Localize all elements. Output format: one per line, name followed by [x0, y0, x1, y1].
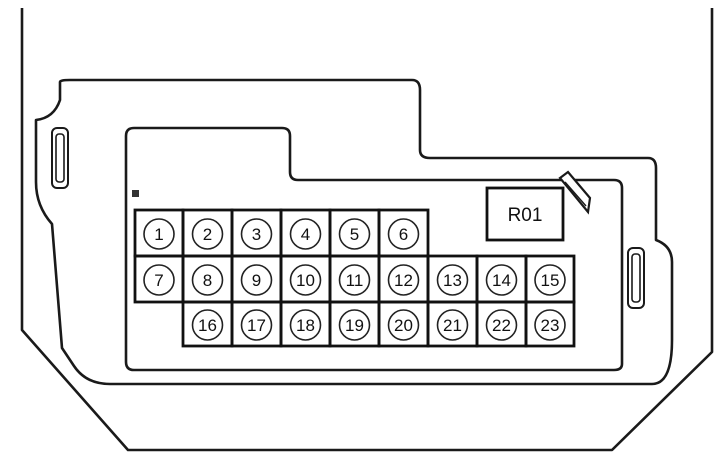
- fuse-slot: 18: [279, 300, 332, 348]
- fuse-number: 15: [541, 271, 560, 290]
- fuse-circle: [338, 264, 371, 296]
- relay-r01: R01: [485, 186, 565, 242]
- fuse-circle: [387, 218, 420, 250]
- fuse-slot: 10: [279, 254, 332, 304]
- fuse-slot: 17: [230, 300, 283, 348]
- fuse-slot: 20: [377, 300, 430, 348]
- fuse-number: 18: [296, 316, 315, 335]
- fuse-slot: 9: [230, 254, 283, 304]
- fuse-circle: [289, 264, 322, 296]
- cover-outline: [34, 78, 674, 386]
- fuse-number: 9: [252, 271, 261, 290]
- fuse-circle: [485, 264, 518, 296]
- fuse-slot: 4: [279, 208, 332, 258]
- fuse-number: 1: [154, 225, 163, 244]
- fuse-slot: 22: [475, 300, 528, 348]
- fuse-circle: [534, 264, 566, 296]
- housing-outline: [20, 8, 714, 452]
- fuse-slot: 2: [181, 208, 234, 258]
- fuse-number: 19: [345, 316, 364, 335]
- fuse-number: 5: [350, 225, 359, 244]
- fuse-number: 17: [247, 316, 266, 335]
- fuse-number: 6: [399, 225, 408, 244]
- left-clip: [51, 127, 69, 189]
- fuse-slot: 8: [181, 254, 234, 304]
- fuse-circle: [534, 309, 566, 341]
- fuse-number: 14: [492, 271, 511, 290]
- panel-outline: [124, 126, 624, 372]
- relay-box: [485, 186, 565, 242]
- fuse-slot: 3: [230, 208, 283, 258]
- fuse-number: 22: [492, 316, 511, 335]
- fuse-circle: [143, 218, 175, 250]
- fuse-circle: [289, 309, 322, 341]
- relay-tab-line: [564, 181, 587, 207]
- fuse-number: 3: [252, 225, 261, 244]
- fuse-circle: [485, 309, 518, 341]
- fuse-circle: [338, 218, 371, 250]
- fuse-slot: 19: [328, 300, 381, 348]
- fuse-number: 4: [301, 225, 310, 244]
- fuse-slot: 14: [475, 254, 528, 304]
- fuse-slot: 6: [377, 208, 430, 258]
- pin-marker: [132, 190, 139, 197]
- fuse-number: 16: [198, 316, 217, 335]
- fuse-circle: [338, 309, 371, 341]
- fuse-circle: [143, 264, 175, 296]
- fuse-slot: 23: [524, 300, 576, 348]
- fuse-number: 23: [541, 316, 560, 335]
- fuse-slot: 7: [133, 254, 185, 304]
- right-clip-inner: [631, 253, 641, 303]
- fuse-circle: [240, 309, 273, 341]
- fuse-slot: 16: [181, 300, 234, 348]
- fuse-circle: [240, 218, 273, 250]
- fuse-circle: [289, 218, 322, 250]
- fuse-slot: 21: [426, 300, 479, 348]
- fuse-slot: 11: [328, 254, 381, 304]
- fuse-number: 21: [443, 316, 462, 335]
- fuse-number: 2: [203, 225, 212, 244]
- fuse-number: 13: [443, 271, 462, 290]
- fuse-circle: [191, 309, 224, 341]
- fuse-number: 10: [296, 271, 315, 290]
- fuse-circle: [436, 309, 469, 341]
- fuse-circle: [436, 264, 469, 296]
- fuse-number: 12: [394, 271, 413, 290]
- fuse-number: 8: [203, 271, 212, 290]
- fuse-circle: [240, 264, 273, 296]
- fuse-cell: [524, 300, 576, 348]
- fuse-number: 11: [346, 271, 364, 290]
- fuse-circle: [387, 309, 420, 341]
- fuse-circle: [191, 264, 224, 296]
- fuse-circle: [191, 218, 224, 250]
- right-clip: [627, 247, 645, 309]
- left-clip-inner: [55, 133, 65, 183]
- fuse-circle: [387, 264, 420, 296]
- fuse-slot: 1: [133, 208, 185, 258]
- fuse-slot: 5: [328, 208, 381, 258]
- relay-label: R01: [508, 205, 543, 226]
- fuse-number: 20: [394, 316, 413, 335]
- fuse-number: 7: [154, 271, 163, 290]
- fuse-slot: 13: [426, 254, 479, 304]
- fuse-slot: 15: [524, 254, 576, 304]
- fuse-slot: 12: [377, 254, 430, 304]
